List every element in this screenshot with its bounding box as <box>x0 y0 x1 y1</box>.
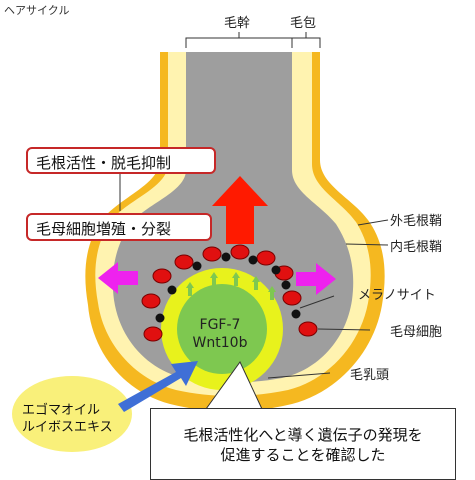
result-line-1: 毛根活性化へと導く遺伝子の発現を <box>183 426 423 444</box>
matrix-cell <box>230 244 250 260</box>
label-dermal-papilla: 毛乳頭 <box>350 368 390 383</box>
matrix-cell <box>174 254 194 270</box>
ingredient-arrow <box>118 361 198 412</box>
ingredient-egoma-oil: エゴマオイル <box>22 403 101 418</box>
ingredient-bubble <box>12 376 132 452</box>
label-matrix-cell: 毛母細胞 <box>390 325 443 340</box>
result-box <box>150 408 456 480</box>
ingredient-label: エゴマオイル ルイボスエキス <box>22 402 113 436</box>
leader-inner-sheath <box>345 243 389 246</box>
melanocytes <box>155 252 301 323</box>
effect-box: 毛根活性・脱毛抑制 <box>26 147 216 174</box>
hair-follicle-bracket <box>291 32 321 48</box>
label-hair-follicle: 毛包 <box>290 16 317 31</box>
signal-arrow <box>186 282 194 296</box>
papilla-core <box>177 284 267 374</box>
melanocyte <box>248 255 258 265</box>
leader-lines <box>119 174 389 379</box>
leader-melanocyte <box>299 295 335 309</box>
label-melanocyte: メラノサイト <box>358 288 436 303</box>
leader-papilla <box>267 372 331 379</box>
label-outer-root-sheath: 外毛根鞘 <box>390 214 443 229</box>
result-text: 毛根活性化へと導く遺伝子の発現を 促進することを確認した <box>150 425 456 465</box>
signal-arrow <box>210 272 218 286</box>
ingredient-rooibos-extract: ルイボスエキス <box>22 420 113 435</box>
melanocyte <box>192 261 202 271</box>
melanocyte <box>271 265 281 275</box>
factor-fgf7: FGF-7 <box>199 317 241 333</box>
label-inner-root-sheath: 内毛根鞘 <box>390 240 443 255</box>
melanocyte <box>155 313 165 323</box>
signal-arrow <box>268 286 276 300</box>
signal-arrow <box>252 276 260 290</box>
result-line-2: 促進することを確認した <box>220 446 386 464</box>
growth-arrow <box>212 176 268 244</box>
factor-wnt10b: Wnt10b <box>192 335 248 351</box>
matrix-cell <box>152 268 172 284</box>
right-expansion-arrow <box>296 263 336 295</box>
proliferation-box: 毛母細胞増殖・分裂 <box>26 213 212 241</box>
hair-shaft-bracket <box>185 32 293 48</box>
papilla-factors: FGF-7 Wnt10b <box>170 316 270 352</box>
papilla-signal-arrows <box>186 272 276 300</box>
page-title: ヘアサイクル <box>4 4 70 17</box>
label-hair-shaft: 毛幹 <box>224 16 251 31</box>
leader-matrix-cell <box>317 328 371 331</box>
matrix-cell <box>282 290 302 306</box>
melanocyte <box>291 309 301 319</box>
signal-arrow <box>232 272 240 286</box>
matrix-cell <box>143 326 163 342</box>
matrix-cell <box>298 321 318 337</box>
matrix-cell <box>141 293 161 309</box>
melanocyte <box>167 285 177 295</box>
matrix-cell <box>256 250 276 266</box>
left-expansion-arrow <box>98 262 138 294</box>
melanocyte <box>281 280 291 290</box>
melanocyte <box>221 252 231 262</box>
matrix-cell <box>202 246 222 262</box>
leader-outer-sheath <box>357 219 389 226</box>
